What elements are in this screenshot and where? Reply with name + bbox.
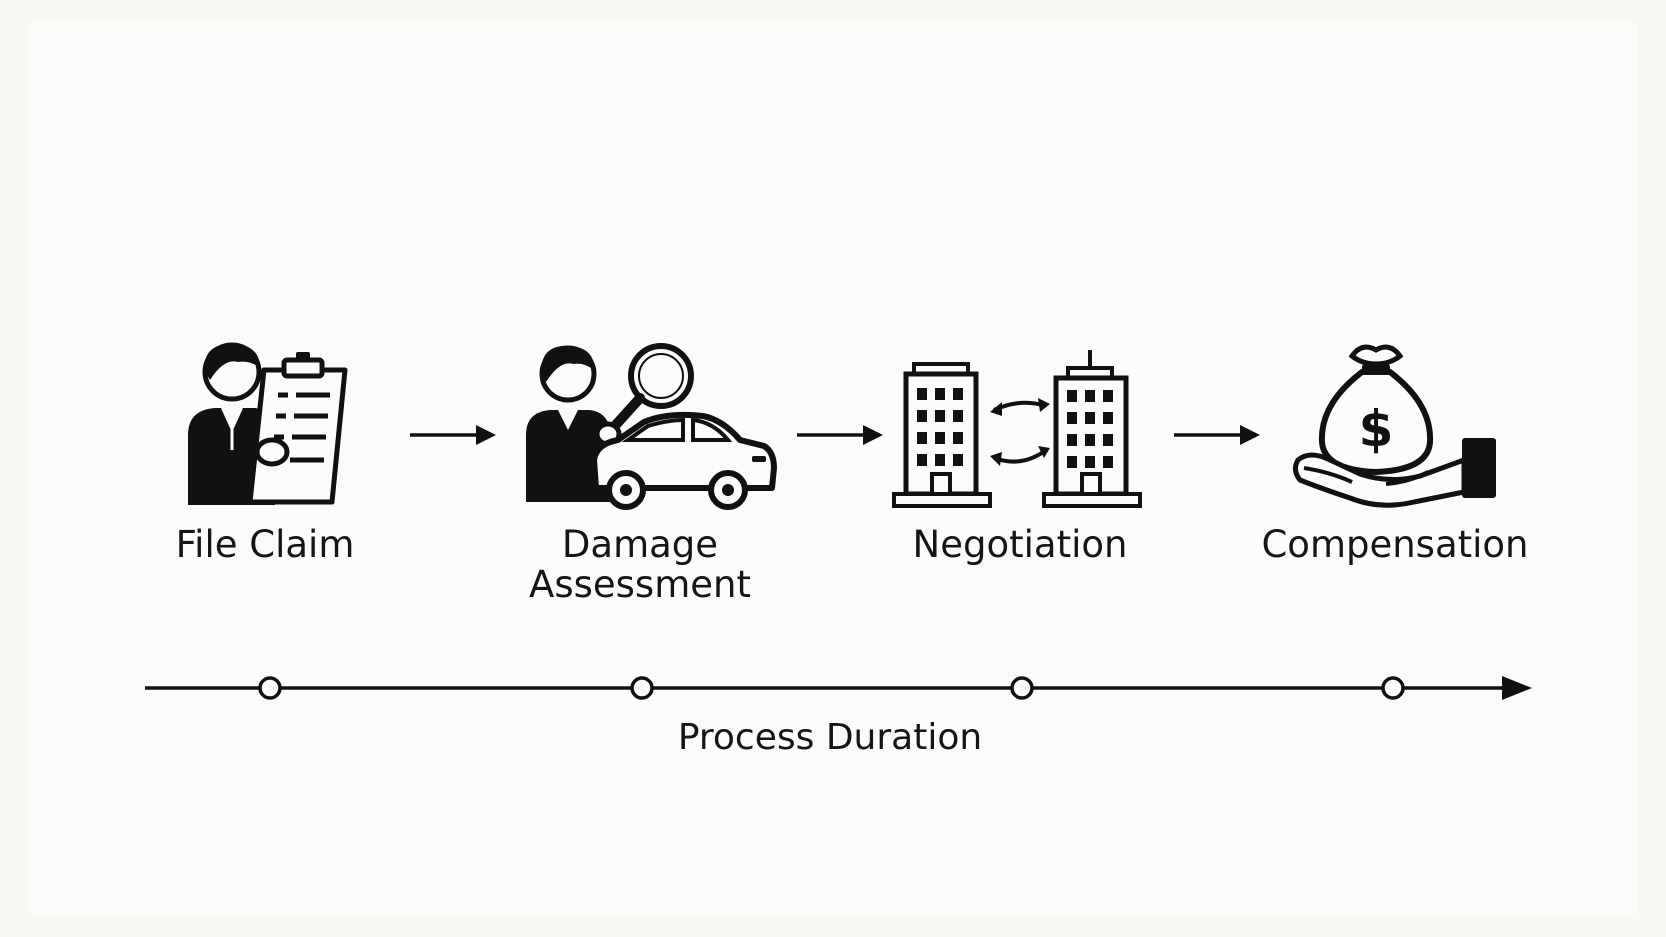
step-label-negotiation: Negotiation: [912, 523, 1128, 566]
flow-arrow-1: [410, 425, 496, 445]
money-bag-hand-icon: $: [1292, 344, 1496, 508]
timeline-arrowhead: [1502, 676, 1532, 700]
person-clipboard-icon: [188, 342, 348, 505]
timeline-label: Process Duration: [677, 717, 983, 758]
timeline-milestone: [258, 676, 282, 700]
dollar-sign-icon: $: [1359, 400, 1394, 458]
buildings-exchange-icon: [892, 350, 1142, 508]
flow-arrow-3: [1174, 425, 1260, 445]
step-label-damage-assessment: Damage Assessment: [529, 523, 751, 606]
timeline-milestone: [630, 676, 654, 700]
step-label-file-claim: File Claim: [175, 523, 355, 566]
timeline-milestone: [1010, 676, 1034, 700]
timeline-milestone: [1381, 676, 1405, 700]
timeline-axis: [145, 676, 1532, 700]
inspector-car-icon: [526, 343, 777, 510]
step-label-compensation: Compensation: [1261, 523, 1529, 566]
flow-arrow-2: [797, 425, 883, 445]
